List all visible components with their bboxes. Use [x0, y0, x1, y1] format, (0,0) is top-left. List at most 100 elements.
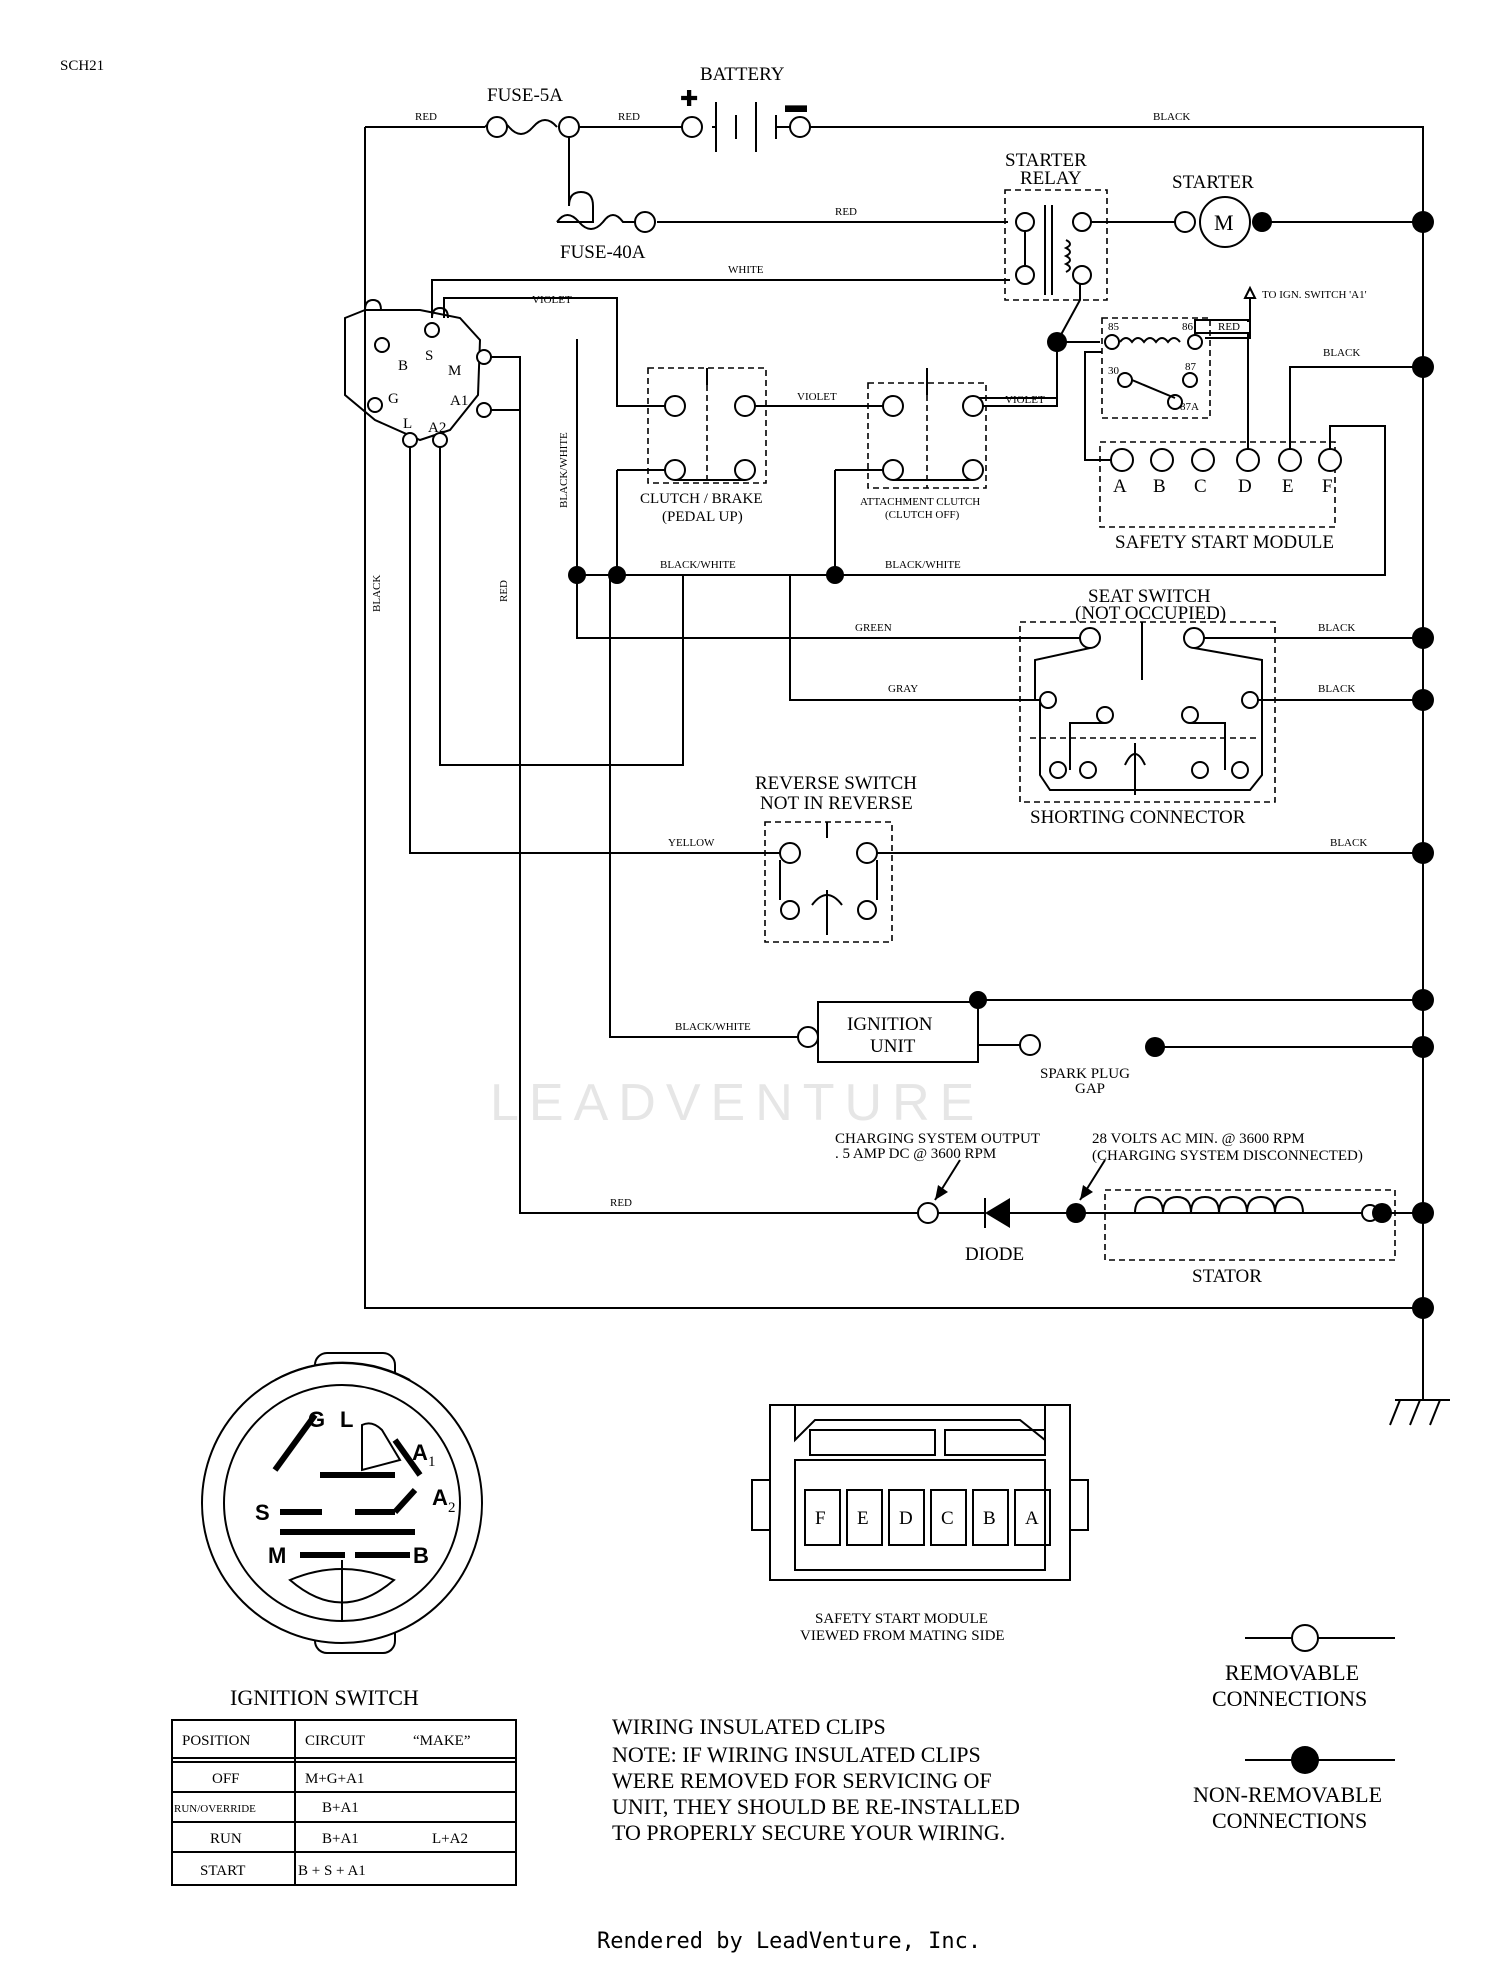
- clutch-brake-label-1: CLUTCH / BRAKE: [640, 491, 763, 507]
- starter-label: STARTER: [1172, 172, 1254, 193]
- safety-start-module-label: SAFETY START MODULE: [1115, 532, 1334, 553]
- battery-plus-icon: ✚: [680, 86, 698, 111]
- battery-label: BATTERY: [700, 64, 785, 85]
- wire-label-violet-2: VIOLET: [797, 391, 837, 403]
- wire-label-white: WHITE: [728, 264, 764, 276]
- switch-terminal-m: M: [448, 363, 461, 379]
- diode-and-stator: [917, 1159, 1396, 1261]
- bw-bus-junctions: [568, 566, 844, 584]
- starter-motor: [1174, 196, 1434, 248]
- wire-label-red-diode: RED: [610, 1197, 632, 1209]
- module-pin-d: D: [1238, 476, 1252, 497]
- doc-code: SCH21: [60, 58, 104, 74]
- connector-caption-1: SAFETY START MODULE: [815, 1611, 988, 1627]
- relay-pin-87: 87: [1185, 361, 1197, 373]
- clips-note-line-4: TO PROPERLY SECURE YOUR WIRING.: [612, 1820, 1005, 1845]
- table-header-circuit: CIRCUIT: [305, 1733, 365, 1749]
- table-row-override-position: RUN/OVERRIDE: [174, 1803, 256, 1815]
- wire-label-bw-vertical: BLACK/WHITE: [558, 432, 570, 508]
- table-row-run-circuit: B+A1: [322, 1831, 359, 1847]
- wires: [364, 119, 1424, 1400]
- relay-pin-30: 30: [1108, 365, 1120, 377]
- spark-plug-label-2: GAP: [1075, 1081, 1105, 1097]
- wire-label-black-module: BLACK: [1323, 347, 1360, 359]
- face-terminal-a1-sub: 1: [428, 1454, 436, 1470]
- switch-terminal-l: L: [403, 416, 412, 432]
- module-pin-f: F: [1322, 476, 1333, 497]
- switch-terminal-a1: A1: [450, 393, 468, 409]
- starter-relay: [1004, 189, 1108, 301]
- seat-switch-label-1: SEAT SWITCH: [1088, 586, 1211, 607]
- wire-label-yellow: YELLOW: [668, 837, 715, 849]
- clips-note-line-1: NOTE: IF WIRING INSULATED CLIPS: [612, 1742, 981, 1767]
- ignition-unit: [797, 991, 1165, 1063]
- stator-label: STATOR: [1192, 1266, 1262, 1287]
- face-terminal-b: B: [413, 1543, 429, 1568]
- connector-pin-d: D: [899, 1508, 913, 1529]
- wire-label-bw-ignition: BLACK/WHITE: [675, 1021, 751, 1033]
- attachment-clutch-label-2: (CLUTCH OFF): [885, 509, 960, 521]
- wire-label-gray: GRAY: [888, 683, 918, 695]
- face-terminal-s: S: [255, 1500, 270, 1525]
- table-row-run-extra: L+A2: [432, 1831, 468, 1847]
- module-pin-e: E: [1282, 476, 1294, 497]
- ignition-switch-title: IGNITION SWITCH: [230, 1685, 419, 1710]
- motor-symbol: M: [1214, 210, 1234, 235]
- face-terminal-m: M: [268, 1543, 286, 1568]
- wire-label-bw-2: BLACK/WHITE: [885, 559, 961, 571]
- reverse-switch: [764, 821, 893, 943]
- face-terminal-a2: A: [432, 1485, 448, 1510]
- legend-non-removable-2: CONNECTIONS: [1212, 1808, 1367, 1833]
- clips-note-line-3: UNIT, THEY SHOULD BE RE-INSTALLED: [612, 1794, 1020, 1819]
- table-row-override-circuit: B+A1: [322, 1800, 359, 1816]
- face-terminal-a2-sub: 2: [448, 1500, 456, 1516]
- table-row-off-circuit: M+G+A1: [305, 1771, 364, 1787]
- wire-label-black-reverse: BLACK: [1330, 837, 1367, 849]
- stator-note-label-2: (CHARGING SYSTEM DISCONNECTED): [1092, 1148, 1363, 1164]
- module-pin-a: A: [1113, 476, 1127, 497]
- wire-label-red-2: RED: [618, 111, 640, 123]
- fuse-40a-label: FUSE-40A: [560, 242, 646, 263]
- ground-icon: [1389, 1399, 1450, 1426]
- wire-label-red-relay: RED: [1218, 321, 1240, 333]
- clutch-brake-label-2: (PEDAL UP): [662, 509, 743, 525]
- wire-label-bw-1: BLACK/WHITE: [660, 559, 736, 571]
- attachment-clutch-switch: [867, 368, 987, 489]
- seat-switch-label-2: (NOT OCCUPIED): [1075, 603, 1226, 624]
- face-terminal-a1: A: [412, 1440, 428, 1465]
- starter-relay-label-2: RELAY: [1020, 168, 1082, 189]
- footer-credit: Rendered by LeadVenture, Inc.: [597, 1929, 981, 1954]
- switch-terminal-a2: A2: [428, 420, 446, 436]
- clips-note-line-2: WERE REMOVED FOR SERVICING OF: [612, 1768, 992, 1793]
- battery-symbol: [681, 102, 811, 152]
- ignition-switch-face: [201, 1352, 483, 1654]
- wire-label-violet-3: VIOLET: [1005, 394, 1045, 406]
- fuse-5a: [486, 116, 580, 138]
- wire-label-red-1: RED: [415, 111, 437, 123]
- safety-start-connector-view: [751, 1404, 1089, 1581]
- table-row-off-position: OFF: [212, 1771, 240, 1787]
- diode-label: DIODE: [965, 1244, 1024, 1265]
- ground-bus-junctions: [1412, 356, 1434, 1319]
- clutch-brake-switch: [647, 367, 767, 484]
- battery-minus-icon: ▬: [785, 92, 807, 117]
- wire-label-black-seat-2: BLACK: [1318, 683, 1355, 695]
- clips-note-title: WIRING INSULATED CLIPS: [612, 1714, 886, 1739]
- table-header-position: POSITION: [182, 1733, 251, 1749]
- table-row-run-position: RUN: [210, 1831, 242, 1847]
- wire-label-black-top: BLACK: [1153, 111, 1190, 123]
- connector-pin-f: F: [815, 1508, 826, 1529]
- relay-pin-87a: 87A: [1180, 401, 1199, 413]
- fuse-5a-label: FUSE-5A: [487, 85, 563, 106]
- charging-output-label-1: CHARGING SYSTEM OUTPUT: [835, 1131, 1040, 1147]
- stator-note-label-1: 28 VOLTS AC MIN. @ 3600 RPM: [1092, 1131, 1305, 1147]
- relay-pin-86: 86: [1182, 321, 1194, 333]
- relay-pin-85: 85: [1108, 321, 1120, 333]
- fuse-40a: [634, 211, 656, 233]
- ignition-table: [171, 1719, 517, 1886]
- connector-pin-c: C: [941, 1508, 954, 1529]
- watermark-text: LEADVENTURE: [490, 1074, 984, 1132]
- spark-plug-label-1: SPARK PLUG: [1040, 1066, 1130, 1082]
- connector-pin-b: B: [983, 1508, 996, 1529]
- reverse-switch-label-1: REVERSE SWITCH: [755, 773, 917, 794]
